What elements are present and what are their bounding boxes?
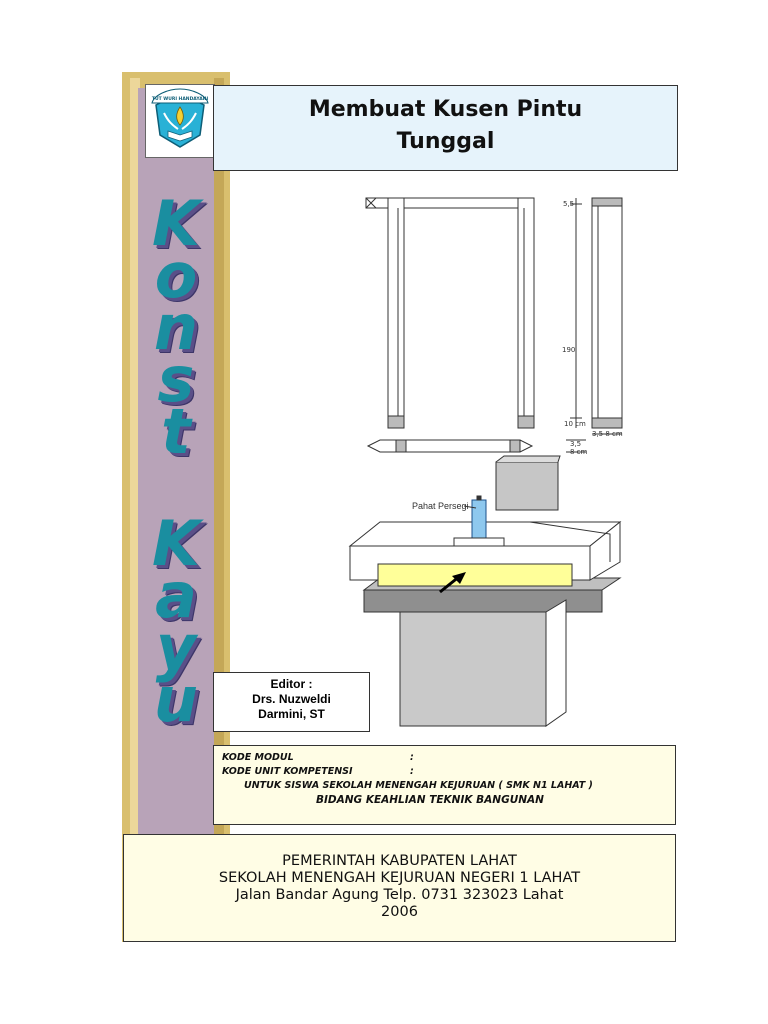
dim-height: 190 <box>562 346 575 354</box>
module-info-box: KODE MODUL : KODE UNIT KOMPETENSI : UNTU… <box>213 745 676 825</box>
kode-unit-label: KODE UNIT KOMPETENSI <box>222 766 353 777</box>
footer-line-2: SEKOLAH MENENGAH KEJURUAN NEGERI 1 LAHAT <box>218 870 581 886</box>
side-bar-panel <box>138 88 214 926</box>
bidang-keahlian: BIDANG KEAHLIAN TEKNIK BANGUNAN <box>316 794 544 806</box>
editor-box: Editor : Drs. Nuzweldi Darmini, ST <box>213 672 370 732</box>
kode-unit-colon: : <box>410 766 414 777</box>
dim-jamb: 3,5 8 cm <box>592 430 623 438</box>
side-bar-word-konst: K o n s t <box>138 187 214 468</box>
side-letter: y <box>155 611 197 684</box>
side-bar-word-kayu: K a y u <box>138 507 214 736</box>
footer-box: PEMERINTAH KABUPATEN LAHAT SEKOLAH MENEN… <box>123 834 676 942</box>
dim-sill-a: 3,5 <box>570 440 581 448</box>
editor-label: Editor : <box>270 677 313 691</box>
untuk-siswa: UNTUK SISWA SEKOLAH MENENGAH KEJURUAN ( … <box>244 780 593 791</box>
side-letter: a <box>155 559 197 632</box>
footer-line-4: 2006 <box>381 904 418 920</box>
side-letter: s <box>157 343 195 416</box>
side-letter: K <box>151 507 201 580</box>
editor-name-2: Darmini, ST <box>258 707 325 721</box>
logo: TUT WURI HANDAYANI <box>145 84 215 158</box>
dim-top: 5,5 <box>563 200 574 208</box>
title-box: Membuat Kusen Pintu Tunggal <box>213 85 678 171</box>
side-letter: u <box>153 663 199 736</box>
dim-sill-b: 8 cm <box>570 448 588 456</box>
page-title-line1: Membuat Kusen Pintu <box>308 97 583 122</box>
dim-bottom: 10 cm <box>564 420 586 428</box>
door-frame-drawing: 5,5 190 10 cm 3,5 8 cm 3,5 8 cm Pahat Pe… <box>348 197 623 727</box>
side-letter: o <box>154 239 198 312</box>
side-letter: t <box>161 395 191 468</box>
kode-modul-label: KODE MODUL <box>222 752 294 763</box>
footer-line-1: PEMERINTAH KABUPATEN LAHAT <box>282 853 517 869</box>
editor-name-1: Drs. Nuzweldi <box>252 692 331 706</box>
side-letter: K <box>151 187 201 260</box>
kode-modul-colon: : <box>410 752 414 763</box>
footer-line-3: Jalan Bandar Agung Telp. 0731 323023 Lah… <box>235 887 564 903</box>
side-letter: n <box>153 291 199 364</box>
chisel-label: Pahat Persegi <box>412 501 469 511</box>
logo-text: TUT WURI HANDAYANI <box>152 96 209 102</box>
tut-wuri-handayani-emblem-icon: TUT WURI HANDAYANI <box>151 88 209 148</box>
page-title-line2: Tunggal <box>396 129 495 154</box>
side-bar-highlight <box>130 78 140 938</box>
side-bar-shadow <box>214 78 224 938</box>
